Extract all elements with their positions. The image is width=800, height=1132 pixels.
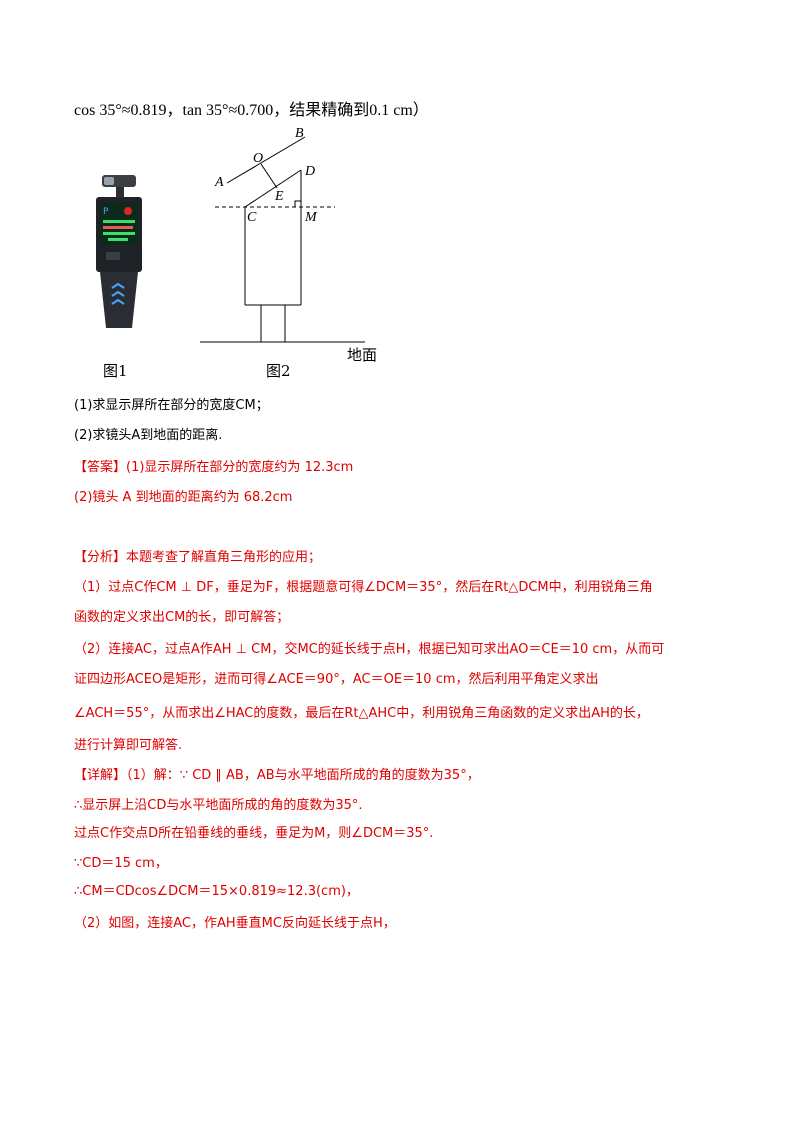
analysis-p1-line2: 函数的定义求出CM的长，即可解答； xyxy=(74,610,290,625)
answer-line-1: 【答案】(1)显示屏所在部分的宽度约为 12.3cm xyxy=(74,456,353,475)
analysis-tag: 【分析】 xyxy=(74,550,127,565)
label-ground: 地面 xyxy=(347,346,377,364)
label-point-d: D xyxy=(304,164,315,179)
figure2-diagram: A B O D E C M 地面 xyxy=(200,126,377,364)
detail-line-1: 【详解】（1）解：∵ CD ∥ AB，AB与水平地面所成的角的度数为35°， xyxy=(74,764,480,783)
analysis-p1-line1: （1）过点C作CM ⊥ DF，垂足为F，根据题意可得∠DCM＝35°，然后在Rt… xyxy=(74,580,653,595)
svg-text:P: P xyxy=(103,207,109,217)
detail-tag: 【详解】 xyxy=(74,768,127,783)
analysis-p2-line2: 证四边形ACEO是矩形，进而可得∠ACE＝90°，AC＝OE＝10 cm，然后利… xyxy=(74,672,599,687)
figure1-caption: 图1 xyxy=(103,362,128,380)
analysis-p2-line1: （2）连接AC，过点A作AH ⊥ CM，交MC的延长线于点H，根据已知可求出AO… xyxy=(74,642,665,657)
label-point-o: O xyxy=(253,151,263,166)
question-2: (2)求镜头A到地面的距离. xyxy=(74,428,223,443)
label-point-b: B xyxy=(295,126,304,141)
question-1: (1)求显示屏所在部分的宽度CM； xyxy=(74,398,269,413)
answer-tag: 【答案】 xyxy=(74,460,127,475)
analysis-intro: 本题考查了解直角三角形的应用； xyxy=(126,550,322,565)
label-point-m: M xyxy=(304,210,318,225)
detail-line-5: ∴CM＝CDcos∠DCM＝15×0.819≈12.3(cm)， xyxy=(74,884,359,899)
detail-line-2: ∴显示屏上沿CD与水平地面所成的角的度数为35°. xyxy=(74,798,363,813)
analysis-p2-line3: ∠ACH＝55°，从而求出∠HAC的度数，最后在Rt△AHC中，利用锐角三角函数… xyxy=(74,706,649,721)
detail-text-1: （1）解：∵ CD ∥ AB，AB与水平地面所成的角的度数为35°， xyxy=(126,768,480,783)
label-point-e: E xyxy=(274,189,284,204)
detail-line-4: ∵CD＝15 cm， xyxy=(74,856,168,871)
analysis-p2-line4: 进行计算即可解答. xyxy=(74,738,183,753)
answer-text-1: (1)显示屏所在部分的宽度约为 12.3cm xyxy=(126,460,354,475)
detail-line-3: 过点C作交点D所在铅垂线的垂线，垂足为M，则∠DCM＝35°. xyxy=(74,826,434,841)
given-values-line: cos 35°≈0.819，tan 35°≈0.700，结果精确到0.1 cm） xyxy=(74,102,429,119)
label-point-c: C xyxy=(247,210,257,225)
label-point-a: A xyxy=(214,175,224,190)
answer-line-2: (2)镜头 A 到地面的距离约为 68.2cm xyxy=(74,490,293,505)
analysis-header: 【分析】本题考查了解直角三角形的应用； xyxy=(74,546,321,565)
figure2-caption: 图2 xyxy=(266,362,291,380)
detail-line-6: （2）如图，连接AC，作AH垂直MC反向延长线于点H， xyxy=(74,916,396,931)
figure1-device-image: P xyxy=(96,175,142,328)
